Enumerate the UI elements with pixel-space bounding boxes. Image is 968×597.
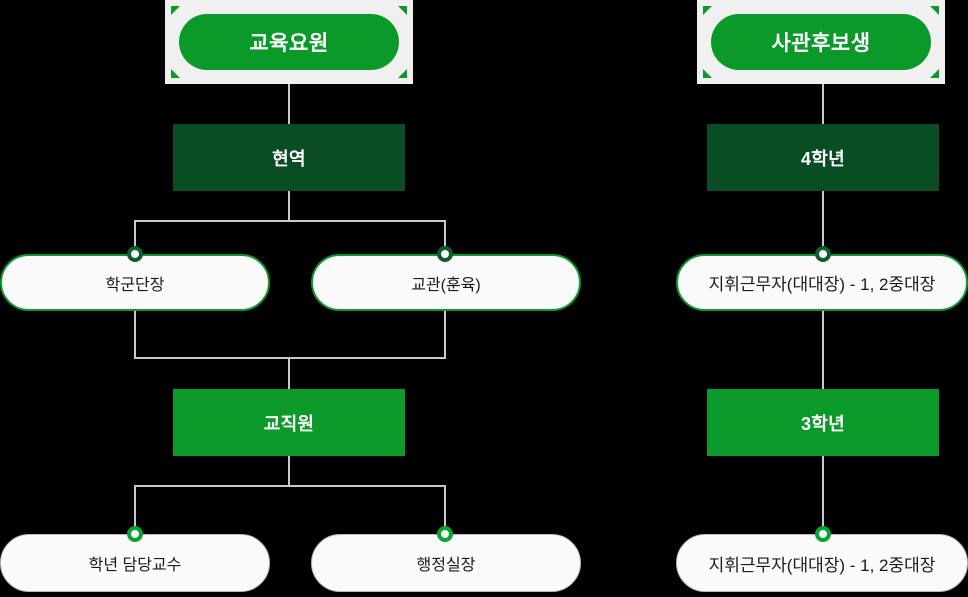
node-education-staff-label: 교육요원 — [179, 14, 399, 70]
node-rotc-commander[interactable]: 학군단장 — [0, 254, 270, 311]
connector-active-down-stem — [288, 191, 290, 221]
connector-faculty-to-admin — [444, 485, 446, 527]
node-duty-commander-senior[interactable]: 지휘근무자(대대장) - 1, 2중대장 — [676, 254, 968, 311]
connector-merge-to-faculty — [288, 357, 290, 389]
node-officer-candidate-label: 사관후보생 — [711, 14, 931, 70]
corner-bracket-top-left-icon — [703, 6, 712, 15]
connector-rotc-down — [134, 311, 136, 359]
node-year-3-label: 3학년 — [800, 413, 846, 434]
connector-ring-duty-commander-junior — [815, 526, 831, 542]
connector-commander1-to-year3 — [822, 311, 824, 389]
connector-faculty-to-professor — [134, 485, 136, 527]
node-education-staff-panel[interactable]: 교육요원 — [165, 0, 413, 84]
connector-faculty-down-stem — [288, 456, 290, 486]
node-year-3[interactable]: 3학년 — [707, 389, 939, 456]
corner-bracket-bottom-left-icon — [703, 69, 712, 78]
node-active-duty-label: 현역 — [272, 148, 306, 169]
connector-year3-to-commander-2 — [822, 456, 824, 534]
node-rotc-commander-label: 학군단장 — [105, 276, 165, 294]
node-faculty-staff[interactable]: 교직원 — [173, 389, 405, 456]
node-admin-chief[interactable]: 행정실장 — [311, 534, 581, 592]
node-grade-professor-label: 학년 담당교수 — [88, 557, 182, 574]
connector-faculty-split-bus — [134, 485, 446, 487]
node-instructor-label: 교관(훈육) — [411, 276, 481, 294]
node-admin-chief-label: 행정실장 — [416, 557, 476, 574]
node-duty-commander-junior[interactable]: 지휘근무자(대대장) - 1, 2중대장 — [676, 534, 968, 592]
connector-ring-admin-chief — [437, 526, 453, 542]
connector-ring-grade-professor — [127, 526, 143, 542]
corner-bracket-top-right-icon — [398, 6, 407, 15]
node-active-duty[interactable]: 현역 — [173, 124, 405, 191]
node-faculty-staff-label: 교직원 — [263, 413, 315, 434]
connector-active-to-dan — [134, 220, 136, 255]
node-duty-commander-junior-label: 지휘근무자(대대장) - 1, 2중대장 — [708, 555, 936, 575]
connector-year4-to-commander-1 — [822, 191, 824, 255]
corner-bracket-bottom-left-icon — [171, 69, 180, 78]
corner-bracket-top-right-icon — [930, 6, 939, 15]
connector-ring-duty-commander-senior — [815, 246, 831, 262]
node-instructor[interactable]: 교관(훈육) — [311, 254, 581, 311]
connector-merge-bus-faculty — [134, 357, 446, 359]
node-grade-professor[interactable]: 학년 담당교수 — [0, 534, 270, 592]
node-year-4-label: 4학년 — [800, 148, 846, 169]
corner-bracket-bottom-right-icon — [398, 69, 407, 78]
corner-bracket-top-left-icon — [171, 6, 180, 15]
corner-bracket-bottom-right-icon — [930, 69, 939, 78]
connector-active-to-instructor — [444, 220, 446, 255]
node-officer-candidate-panel[interactable]: 사관후보생 — [697, 0, 945, 84]
connector-ring-instructor — [437, 246, 453, 262]
connector-ring-rotc-commander — [127, 246, 143, 262]
connector-right-root-to-year4 — [822, 84, 824, 124]
connector-left-root-to-active — [288, 84, 290, 124]
node-year-4[interactable]: 4학년 — [707, 124, 939, 191]
connector-instructor-down — [444, 311, 446, 359]
connector-active-split-bus — [134, 220, 446, 222]
node-duty-commander-senior-label: 지휘근무자(대대장) - 1, 2중대장 — [708, 275, 936, 294]
